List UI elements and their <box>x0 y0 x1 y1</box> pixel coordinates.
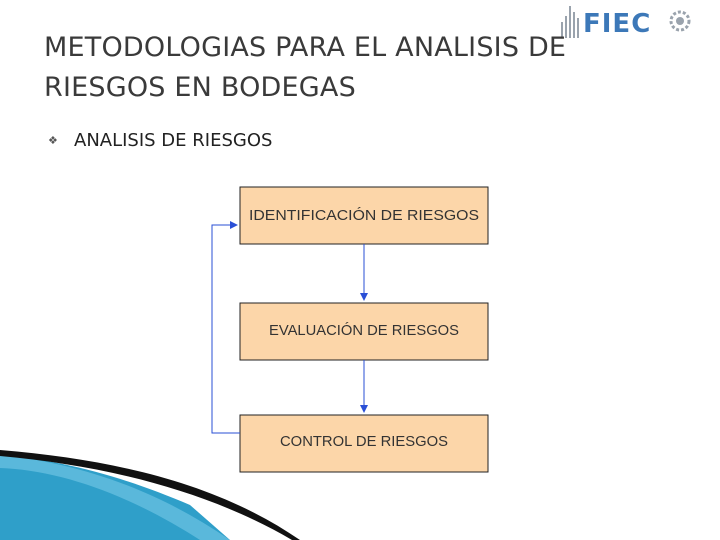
bullet-text: ANALISIS DE RIESGOS <box>74 129 273 151</box>
slide-title: METODOLOGIAS PARA EL ANALISIS DE RIESGOS… <box>44 32 567 103</box>
step-identificacion: IDENTIFICACIÓN DE RIESGOS <box>239 186 489 245</box>
decorative-swoosh <box>0 450 300 540</box>
gear-icon <box>669 10 691 32</box>
bullet-icon: ❖ <box>48 134 58 147</box>
feedback-arrow <box>211 221 240 434</box>
step-label: CONTROL DE RIESGOS <box>280 433 448 450</box>
logo-text: FIEC <box>583 9 651 39</box>
step-label: IDENTIFICACIÓN DE RIESGOS <box>249 207 479 224</box>
risk-flow-diagram: IDENTIFICACIÓN DE RIESGOS EVALUACIÓN DE … <box>211 186 489 473</box>
bullet-item: ❖ ANALISIS DE RIESGOS <box>48 126 272 154</box>
step-label: EVALUACIÓN DE RIESGOS <box>269 322 459 339</box>
fiec-logo: FIEC <box>561 6 691 39</box>
step-evaluacion: EVALUACIÓN DE RIESGOS <box>239 302 489 361</box>
step-control: CONTROL DE RIESGOS <box>239 414 489 473</box>
